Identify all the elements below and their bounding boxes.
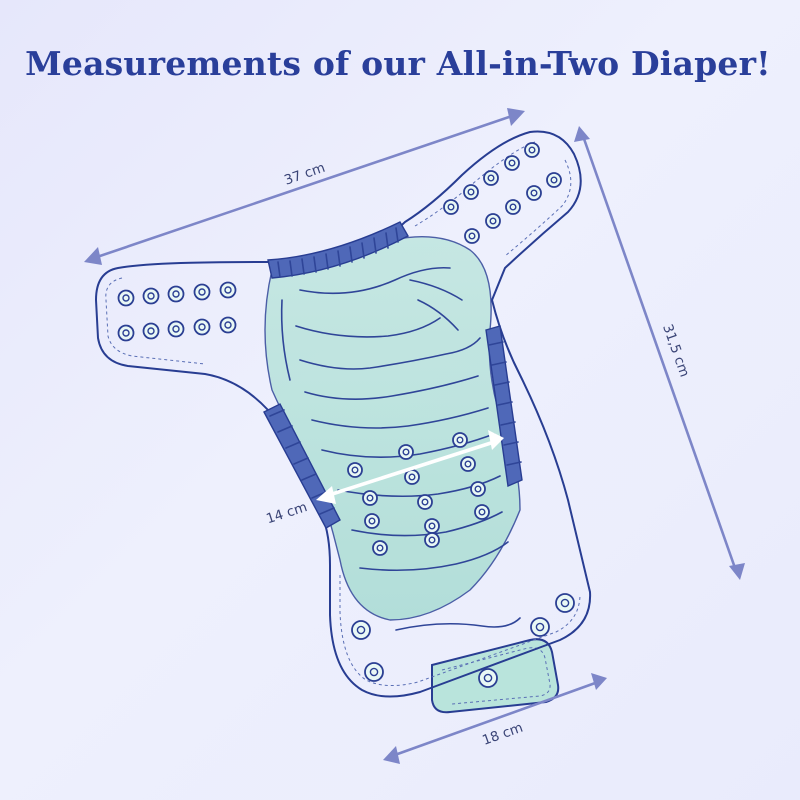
snap-icon (193, 283, 211, 301)
label-front-width: 18 cm (480, 720, 525, 749)
front-panel-snaps (351, 593, 575, 688)
snap-icon (142, 287, 160, 305)
snap-icon (443, 199, 459, 215)
label-crotch-width: 14 cm (264, 499, 309, 527)
snap-icon (142, 322, 160, 340)
snap-icon (398, 444, 414, 460)
snap-icon (347, 462, 363, 478)
snap-icon (117, 289, 135, 307)
dimension-width-wings: 37 cm (84, 108, 525, 265)
label-width-wings: 37 cm (282, 160, 327, 189)
snap-icon (463, 184, 479, 200)
snap-icon (364, 513, 380, 529)
page-title: Measurements of our All-in-Two Diaper! (25, 44, 771, 83)
snap-icon (372, 540, 388, 556)
snap-icon (193, 318, 211, 336)
snap-icon (452, 432, 468, 448)
snap-icon (362, 490, 378, 506)
snap-icon (485, 213, 501, 229)
snap-icon (464, 228, 480, 244)
snap-icon (424, 518, 440, 534)
snap-icon (470, 481, 486, 497)
snap-icon (524, 142, 540, 158)
snap-icon (167, 285, 185, 303)
snap-icon (504, 155, 520, 171)
snap-icon (526, 185, 542, 201)
snap-icon (167, 320, 185, 338)
dimension-front-width: 18 cm (383, 673, 607, 764)
snap-icon (364, 662, 384, 682)
right-wing-snaps (443, 142, 562, 244)
snap-icon (474, 504, 490, 520)
left-wing-snaps (117, 281, 237, 342)
snap-icon (219, 281, 237, 299)
snap-icon (117, 324, 135, 342)
snap-icon (530, 617, 550, 637)
diaper-illustration (95, 130, 592, 714)
snap-icon (546, 172, 562, 188)
snap-icon (219, 316, 237, 334)
snap-icon (424, 532, 440, 548)
snap-icon (351, 620, 371, 640)
snap-icon (483, 170, 499, 186)
snap-icon (478, 668, 498, 688)
inner-pad (264, 236, 521, 621)
snap-icon (404, 469, 420, 485)
dimension-length: 31,5 cm (574, 126, 745, 580)
snap-icon (417, 494, 433, 510)
snap-icon (460, 456, 476, 472)
right-leg-elastic (485, 325, 523, 488)
snap-icon (505, 199, 521, 215)
label-length: 31,5 cm (659, 322, 692, 379)
snap-icon (555, 593, 575, 613)
rise-snaps (347, 432, 490, 556)
diaper-body (95, 130, 592, 698)
